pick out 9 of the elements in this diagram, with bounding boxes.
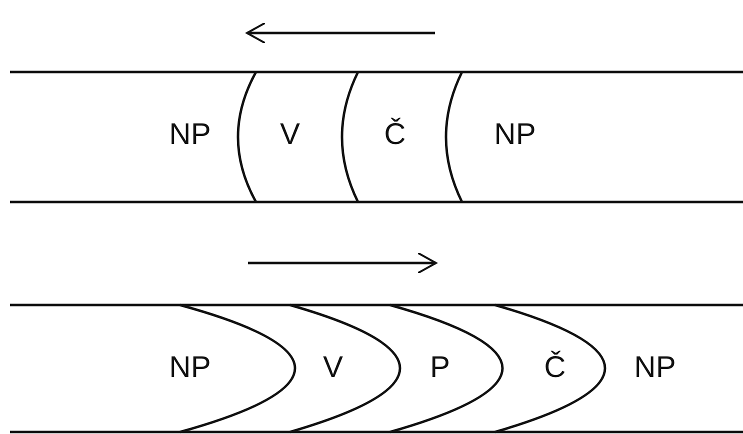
zone-label: NP xyxy=(494,118,536,152)
zone-label: Č xyxy=(544,351,566,385)
zone-label: NP xyxy=(634,351,676,385)
zone-label: Č xyxy=(384,118,406,152)
zone-label: NP xyxy=(169,351,211,385)
zone-label: NP xyxy=(169,118,211,152)
zone-label: V xyxy=(280,118,300,152)
zone-label: P xyxy=(430,351,450,385)
zone-label: V xyxy=(323,351,343,385)
